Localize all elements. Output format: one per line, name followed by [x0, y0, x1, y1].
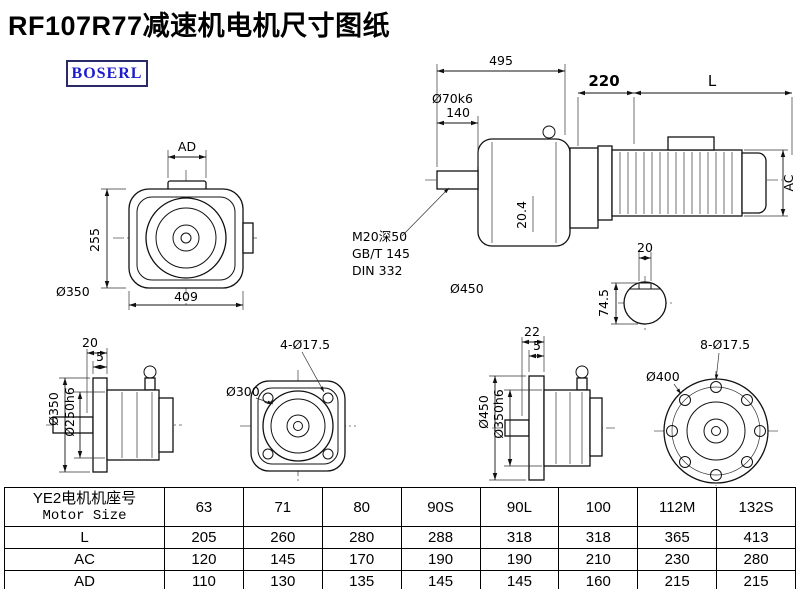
dim-label-shaft-dia: Ø70k6 [432, 91, 473, 106]
dimension-value-cell: 145 [242, 548, 323, 571]
dimension-row-label: AC [4, 548, 165, 571]
motor-size-table: YE2电机机座号 Motor Size 63 71 80 90S 90L 100… [4, 487, 796, 589]
dim-label-4-holes: 4-Ø17.5 [280, 337, 330, 352]
dim-label-dia350: Ø350 [56, 284, 90, 299]
dimension-value-cell: 205 [164, 526, 244, 549]
table-row-L: L 205 260 280 288 318 318 365 413 [4, 526, 796, 549]
motor-size-col-header: 90L [479, 487, 560, 527]
dim-label-dia350h6: Ø350h6 [491, 389, 506, 439]
shaft-key-section-detail: 20 74.5 [596, 240, 672, 330]
dim-label-5: 5 [96, 349, 104, 364]
dim-label-409: 409 [174, 289, 198, 304]
dimension-value-cell: 280 [321, 526, 402, 549]
dimension-value-cell: 230 [637, 548, 718, 571]
dim-label-22: 22 [524, 324, 540, 339]
dimension-value-cell: 318 [479, 526, 560, 549]
dimension-value-cell: 190 [400, 548, 481, 571]
dimension-value-cell: 110 [164, 570, 244, 589]
dim-label-ad: AD [178, 139, 196, 154]
dimension-value-cell: 160 [558, 570, 639, 589]
dim-label-220: 220 [588, 72, 619, 90]
boserl-logo: BOSERL [66, 60, 148, 87]
motor-size-col-header: 80 [321, 487, 402, 527]
dimension-value-cell: 413 [716, 526, 796, 549]
flange-front-view-small: 4-Ø17.5 Ø300 [226, 337, 356, 482]
flange-mount-side-view-large: 22 5 Ø450 Ø350h6 [476, 324, 615, 481]
dim-label-140: 140 [446, 105, 470, 120]
dim-label-8-holes: 8-Ø17.5 [700, 337, 750, 352]
dim-label-dia250h6: Ø250h6 [62, 387, 77, 437]
dimension-value-cell: 145 [400, 570, 481, 589]
dimension-value-cell: 215 [716, 570, 796, 589]
dim-label-74-5: 74.5 [596, 289, 611, 317]
dim-label-ac: AC [781, 174, 796, 191]
table-row-AC: AC 120 145 170 190 190 210 230 280 [4, 548, 796, 571]
dimension-row-label: AD [4, 570, 165, 589]
table-header-row: YE2电机机座号 Motor Size 63 71 80 90S 90L 100… [4, 487, 796, 527]
dimension-value-cell: 170 [321, 548, 402, 571]
motor-size-col-header: 63 [164, 487, 244, 527]
motor-size-col-header: 90S [400, 487, 481, 527]
dimension-value-cell: 190 [479, 548, 560, 571]
flange-mount-side-view-small: 20 5 Ø350 Ø250h6 [46, 335, 182, 473]
gearmotor-side-view: 495 140 Ø70k6 220 L AC 20.4 M20深50 GB/T … [352, 53, 796, 296]
dim-label-key-20: 20 [637, 240, 653, 255]
dim-label-dia400: Ø400 [646, 369, 680, 384]
motor-size-col-header: 132S [716, 487, 796, 527]
dimension-value-cell: 210 [558, 548, 639, 571]
dimension-value-cell: 365 [637, 526, 718, 549]
motor-size-label-cn: YE2电机机座号 [32, 490, 137, 507]
tap-note-line3: DIN 332 [352, 263, 403, 278]
dimension-row-label: L [4, 526, 165, 549]
dim-label-5b: 5 [533, 338, 541, 353]
dim-label-495: 495 [489, 53, 513, 68]
dim-label-dia450-flange: Ø450 [476, 395, 491, 429]
dim-label-dia450: Ø450 [450, 281, 484, 296]
dimension-value-cell: 145 [479, 570, 560, 589]
dim-label-20-4: 20.4 [514, 201, 529, 229]
dimension-value-cell: 288 [400, 526, 481, 549]
motor-size-col-header: 71 [242, 487, 323, 527]
page-title: RF107R77减速机电机尺寸图纸 [8, 11, 391, 41]
dim-label-255: 255 [87, 228, 102, 252]
dimension-value-cell: 130 [242, 570, 323, 589]
tap-note-line1: M20深50 [352, 229, 407, 244]
dimension-value-cell: 260 [242, 526, 323, 549]
dimension-value-cell: 120 [164, 548, 244, 571]
dim-label-L: L [708, 72, 717, 90]
dimension-value-cell: 215 [637, 570, 718, 589]
table-header-motor-size: YE2电机机座号 Motor Size [4, 487, 165, 527]
tap-note-line2: GB/T 145 [352, 246, 410, 261]
dimension-value-cell: 318 [558, 526, 639, 549]
flange-front-view-large: 8-Ø17.5 Ø400 [646, 337, 778, 486]
dim-label-dia300: Ø300 [226, 384, 260, 399]
table-row-AD: AD 110 130 135 145 145 160 215 215 [4, 570, 796, 589]
dim-label-20: 20 [82, 335, 98, 350]
motor-size-col-header: 112M [637, 487, 718, 527]
gearbox-front-view: AD 255 409 Ø350 [56, 139, 258, 310]
motor-size-col-header: 100 [558, 487, 639, 527]
motor-size-label-en: Motor Size [42, 508, 127, 524]
dimension-value-cell: 280 [716, 548, 796, 571]
dim-label-dia350-flange: Ø350 [46, 392, 61, 426]
dimension-value-cell: 135 [321, 570, 402, 589]
